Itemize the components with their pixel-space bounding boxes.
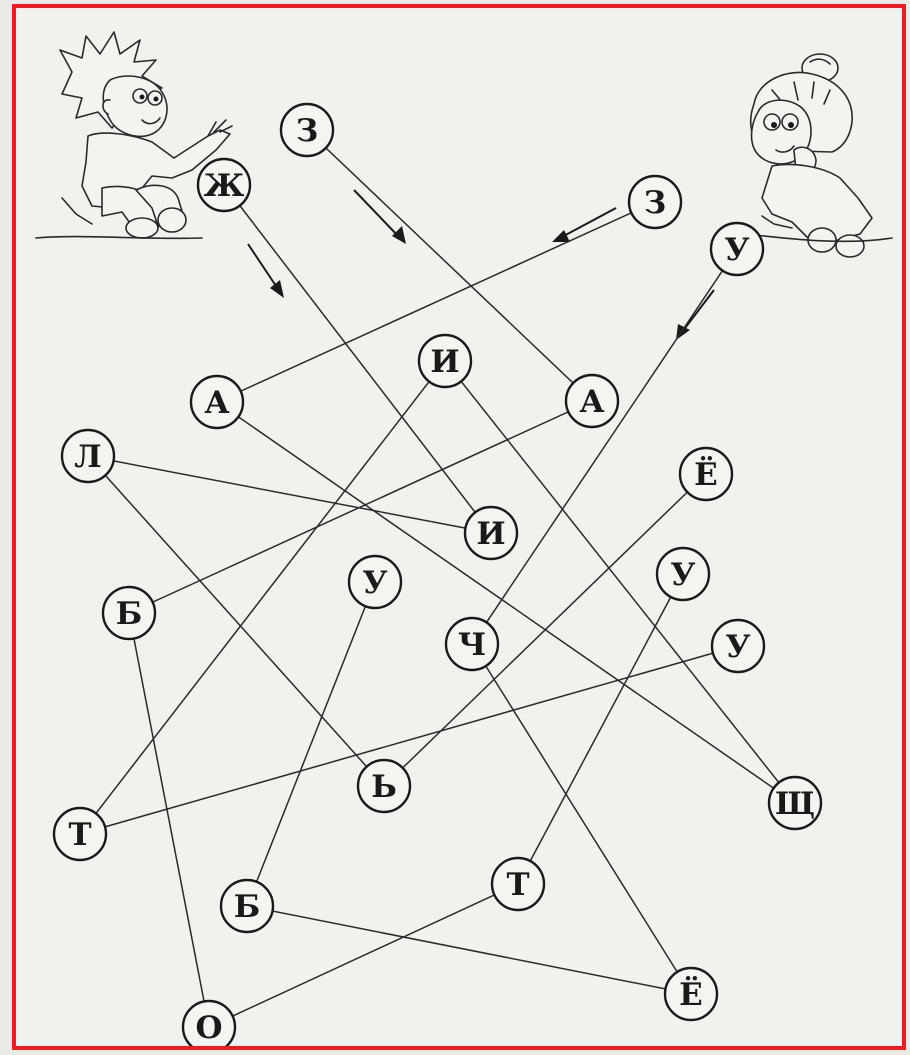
letter-node-soft1[interactable]: Ь bbox=[358, 760, 410, 812]
letter-label: И bbox=[430, 344, 459, 380]
letter-node-u4[interactable]: У bbox=[712, 620, 764, 672]
letter-label: Б bbox=[116, 596, 143, 632]
letter-label: И bbox=[476, 516, 505, 552]
letter-node-a2[interactable]: А bbox=[566, 375, 618, 427]
letter-node-l1[interactable]: Л bbox=[62, 430, 114, 482]
connection-line-b2-yo2 bbox=[247, 906, 691, 994]
letter-node-i1[interactable]: И bbox=[419, 335, 471, 387]
arrow-icon bbox=[248, 244, 284, 298]
letter-node-t2[interactable]: Т bbox=[492, 858, 544, 910]
letter-node-b1[interactable]: Б bbox=[103, 587, 155, 639]
letter-label: Т bbox=[68, 817, 91, 853]
letter-label: Ё bbox=[694, 455, 718, 493]
letter-label: У bbox=[362, 565, 387, 601]
letter-node-b2[interactable]: Б bbox=[221, 880, 273, 932]
letter-node-o1[interactable]: О bbox=[183, 1001, 235, 1046]
letter-label: З bbox=[644, 185, 666, 221]
connection-line-b1-o1 bbox=[129, 613, 209, 1027]
connection-line-ch1-yo2 bbox=[472, 644, 691, 994]
letter-label: О bbox=[195, 1010, 222, 1046]
boy-illustration bbox=[36, 32, 232, 238]
letter-label: Ч bbox=[458, 627, 486, 663]
letter-node-a1[interactable]: А bbox=[191, 376, 243, 428]
letter-label: А bbox=[204, 385, 229, 421]
letter-node-ch1[interactable]: Ч bbox=[446, 618, 498, 670]
letter-label: Б bbox=[234, 889, 261, 925]
connection-line-u4-t1 bbox=[80, 646, 738, 834]
girl-illustration bbox=[728, 54, 892, 257]
letter-node-u1[interactable]: У bbox=[711, 223, 763, 275]
letter-label: Т bbox=[506, 867, 529, 903]
letter-node-u3[interactable]: У bbox=[657, 548, 709, 600]
letter-label: Ж bbox=[204, 168, 245, 204]
letter-label: Ё bbox=[679, 975, 703, 1013]
letter-node-yo1[interactable]: Ё bbox=[680, 448, 732, 500]
letter-node-shch1[interactable]: Щ bbox=[769, 777, 821, 829]
connection-line-l1-i2 bbox=[88, 456, 491, 533]
letter-label: Л bbox=[74, 439, 101, 475]
letter-label: У bbox=[725, 629, 750, 665]
letter-label: З bbox=[296, 113, 318, 149]
letter-node-yo2[interactable]: Ё bbox=[665, 968, 717, 1020]
letter-label: У bbox=[724, 232, 749, 268]
connection-line-i1-shch1 bbox=[445, 361, 795, 803]
connection-line-u2-b2 bbox=[247, 582, 375, 906]
letter-node-z1[interactable]: З bbox=[281, 104, 333, 156]
letter-label: А bbox=[579, 384, 604, 420]
letter-node-i2[interactable]: И bbox=[465, 507, 517, 559]
letter-node-z2[interactable]: З bbox=[629, 176, 681, 228]
letter-node-t1[interactable]: Т bbox=[54, 808, 106, 860]
letter-label: Ь bbox=[371, 769, 397, 805]
letter-label: Щ bbox=[775, 786, 815, 822]
connection-line-u3-t2 bbox=[518, 574, 683, 884]
letter-label: У bbox=[670, 557, 695, 593]
letter-node-u2[interactable]: У bbox=[349, 556, 401, 608]
letter-node-zh1[interactable]: Ж bbox=[198, 159, 250, 211]
